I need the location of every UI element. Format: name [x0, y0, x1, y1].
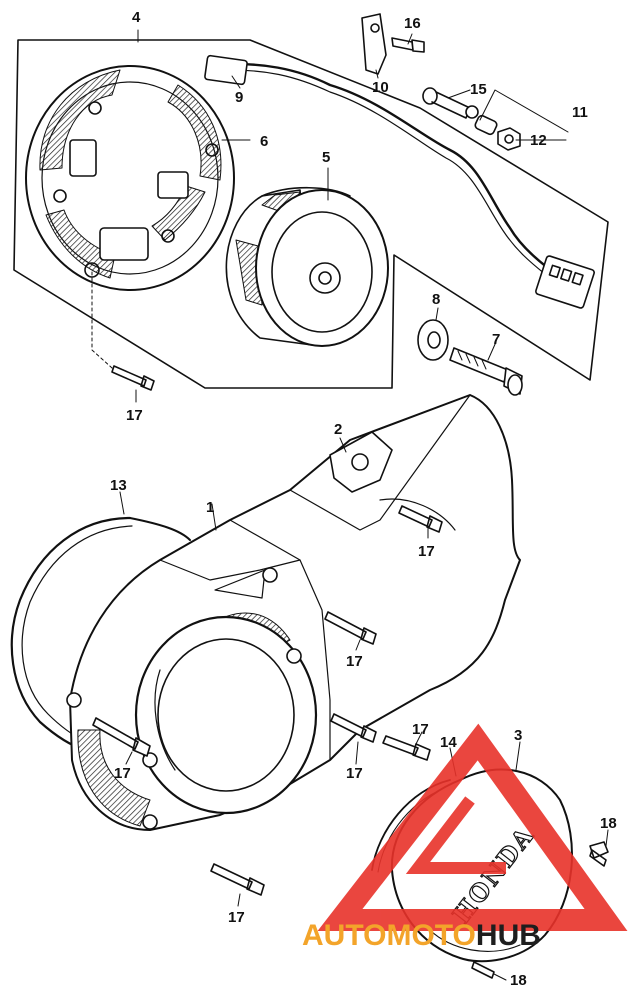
cover-screw-18-b	[471, 961, 495, 979]
callout-14: 14	[440, 734, 457, 751]
pin-15	[422, 87, 479, 119]
callout-1: 1	[206, 499, 214, 516]
callout-15: 15	[470, 81, 487, 98]
callout-11: 11	[572, 104, 588, 121]
watermark-text: AUTOMOTOHUB	[302, 919, 541, 952]
harness-connector-small	[204, 54, 248, 86]
callout-4: 4	[132, 9, 141, 26]
callout-18b: 18	[510, 972, 527, 989]
callout-17a: 17	[126, 407, 143, 424]
cover-screw-17-f	[210, 863, 265, 896]
washer-8	[417, 319, 449, 361]
callout-18a: 18	[600, 815, 617, 832]
callout-8: 8	[432, 291, 440, 308]
callout-17d: 17	[114, 765, 131, 782]
cover-screw-17-e	[382, 735, 431, 761]
spacer-11	[474, 114, 498, 136]
callout-5: 5	[322, 149, 330, 166]
rotor-part-5	[225, 186, 389, 347]
bolt-16	[391, 37, 425, 53]
callout-9: 9	[235, 89, 243, 106]
cover-screw-17-c	[330, 713, 377, 743]
cover-screw-17-b	[324, 611, 377, 645]
harness-connector-main	[535, 255, 595, 309]
cover-screw-17-a	[398, 505, 443, 533]
cover-screw-17-d	[92, 717, 151, 757]
nut-12	[497, 127, 521, 151]
wire-harness	[210, 63, 550, 270]
stator-screw-17	[111, 365, 155, 391]
callout-17b: 17	[418, 543, 435, 560]
callout-10: 10	[372, 79, 389, 96]
callout-12: 12	[530, 132, 547, 149]
assembly-4-frame	[13, 39, 609, 389]
crankcase-cover-1	[66, 394, 521, 831]
callout-17g: 17	[228, 909, 245, 926]
callout-16: 16	[404, 15, 421, 32]
callout-17c: 17	[346, 653, 363, 670]
callout-labels: 4 16 9 10 15 11 12 6 5 8 7 17 2 13 1 17 …	[110, 9, 617, 989]
callout-2: 2	[334, 421, 342, 438]
watermark-logo	[317, 723, 628, 931]
gasket-13	[10, 516, 132, 752]
callout-17f: 17	[412, 721, 429, 738]
callout-7: 7	[492, 331, 500, 348]
callout-3: 3	[514, 727, 522, 744]
callout-17e: 17	[346, 765, 363, 782]
bolt-7	[449, 347, 523, 396]
stator-part-6	[25, 65, 235, 291]
wire-clamp-10	[361, 13, 387, 75]
cover-screw-18-a	[589, 841, 609, 867]
callout-13: 13	[110, 477, 127, 494]
callout-6: 6	[260, 133, 268, 150]
watermark-triangle	[317, 723, 628, 931]
